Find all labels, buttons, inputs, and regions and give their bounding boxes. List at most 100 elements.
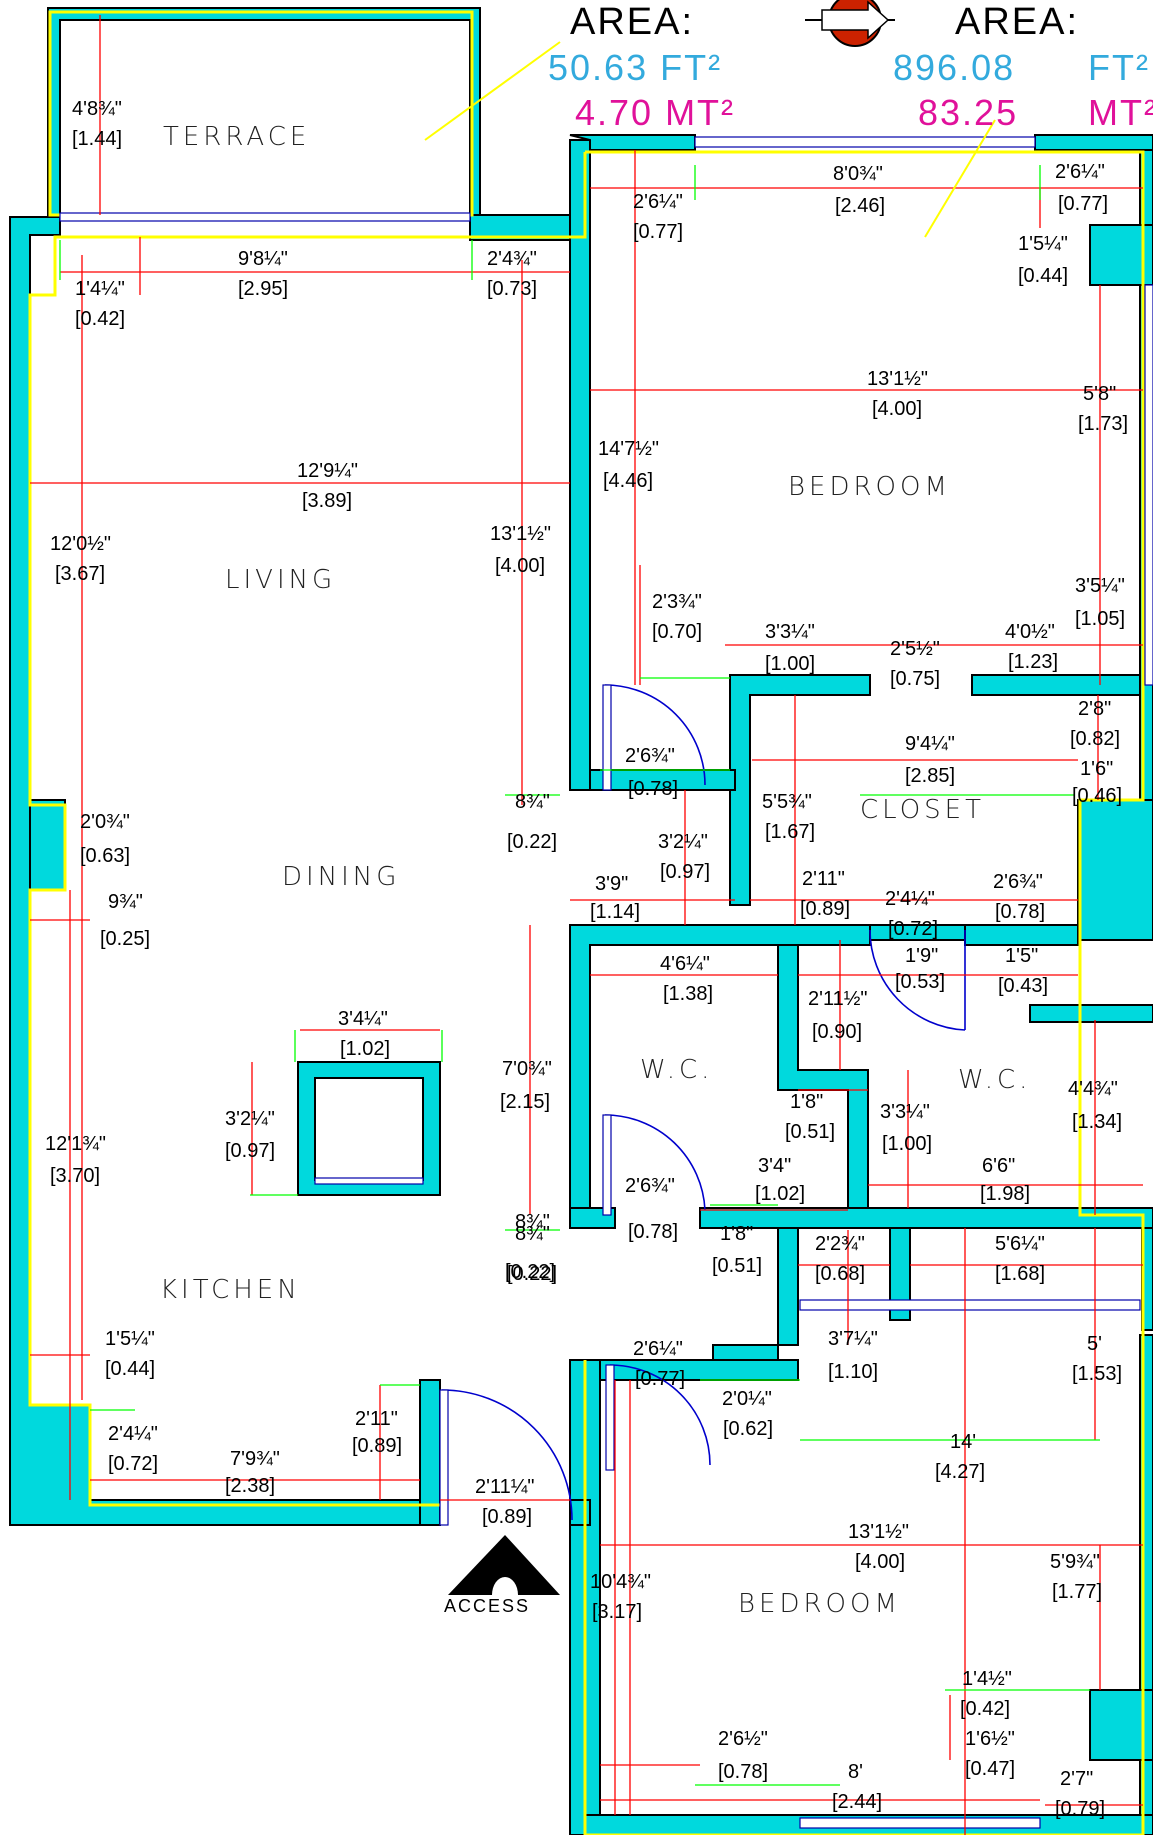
dimension-metric: [0.43] [998, 975, 1048, 997]
door-swing-entry [441, 1389, 573, 1525]
dimension-value: 12'1¾" [45, 1133, 106, 1155]
closet-top-wall-right [971, 674, 1141, 696]
dimension-value: 3'9" [595, 873, 628, 895]
wc-partition [777, 944, 869, 1211]
dimension-value: 14'7½" [598, 438, 659, 460]
room-label-bedroom-bottom: BEDROOM [738, 1589, 901, 1619]
dimension-metric: [0.22] [507, 831, 557, 853]
dimension-metric: [0.89] [352, 1435, 402, 1457]
access-arrow-icon [448, 1535, 560, 1595]
dimension-value: 5'8" [1083, 383, 1116, 405]
dimension-labels: 4'8¾" [1.44] 9'8¼" [2.95] 2'4¾" [0.73] 1… [45, 98, 1128, 1820]
dimension-metric: [0.78] [628, 778, 678, 800]
dimension-metric: [0.72] [888, 918, 938, 940]
dimension-value: 3'4¼" [338, 1008, 388, 1030]
dimension-metric: [0.90] [812, 1021, 862, 1043]
dimension-metric: [1.77] [1052, 1581, 1102, 1603]
dimension-metric: [0.97] [660, 861, 710, 883]
dimension-metric: [0.78] [995, 901, 1045, 923]
dimension-value: 2'6¾" [625, 1175, 675, 1197]
dimension-metric: [0.63] [80, 845, 130, 867]
room-label-wc-left: W.C. [640, 1055, 713, 1085]
dimension-value: 10'4¾" [590, 1571, 651, 1593]
door-leaf-bedroom-top [602, 684, 612, 791]
dimension-value: 2'4¼" [108, 1423, 158, 1445]
dimension-value: 2'11¼" [475, 1476, 534, 1498]
door-leaf-wc-left [602, 1114, 612, 1216]
dimension-metric: [1.34] [1072, 1111, 1122, 1133]
dimension-metric: [1.10] [828, 1361, 878, 1383]
terrace-door-window [59, 212, 471, 222]
dimension-value: 1'6" [1080, 758, 1113, 780]
dimension-value: 3'7¼" [828, 1328, 878, 1350]
dimension-metric: [0.51] [712, 1255, 762, 1277]
door-swing-wc-left [604, 1114, 706, 1215]
dimension-metric: [2.46] [835, 195, 885, 217]
dimension-metric: [1.14] [590, 901, 640, 923]
dimension-value: 9¾" [108, 891, 143, 913]
terrace-area-ft: 50.63 FT² [548, 47, 722, 88]
room-label-closet: CLOSET [860, 795, 985, 825]
dimension-value: 2'0¾" [80, 811, 130, 833]
dimension-value: 9'4¼" [905, 733, 955, 755]
shaft-2 [889, 1227, 911, 1321]
dimension-metric: [0.79] [1055, 1798, 1105, 1820]
dimension-metric: [1.00] [765, 653, 815, 675]
dimension-metric: [1.73] [1078, 413, 1128, 435]
dimension-metric: [1.05] [1075, 608, 1125, 630]
dimension-metric: [1.02] [755, 1183, 805, 1205]
dimension-value: 4'4¾" [1068, 1078, 1118, 1100]
dimension-value: 1'5" [1005, 945, 1038, 967]
dimension-value: 4'8¾" [72, 98, 122, 120]
wc-window [799, 1299, 1141, 1311]
dimension-value: 9'8¼" [238, 248, 288, 270]
dimension-value: 8' [848, 1761, 863, 1783]
right-wall-block [1089, 224, 1153, 286]
central-wall-upper-2 [569, 139, 591, 791]
doors [439, 684, 966, 1526]
dimension-metric: [0.46] [1072, 785, 1122, 807]
dimension-value: 8¾" [515, 791, 550, 813]
dimension-value: 12'9¼" [297, 460, 358, 482]
main-area-label: AREA: [955, 1, 1079, 43]
terrace-area-label: AREA: [570, 1, 694, 43]
dimension-metric: [0.70] [652, 621, 702, 643]
dimension-value: 13'1½" [848, 1521, 909, 1543]
dimension-value: 1'5¼" [105, 1328, 155, 1350]
dimension-value: 5'6¼" [995, 1233, 1045, 1255]
dimension-metric: [0.97] [225, 1140, 275, 1162]
dimension-value: 2'6¾" [993, 871, 1043, 893]
terrace-area-mt: 4.70 MT² [575, 92, 735, 133]
dimension-value: 2'11" [355, 1408, 398, 1430]
dimension-metric: [0.53] [895, 971, 945, 993]
dimension-metric: [0.78] [718, 1761, 768, 1783]
dimension-value: 2'4¼" [885, 888, 935, 910]
main-area-mt: 83.25 [918, 92, 1018, 133]
dimension-value: 1'6½" [965, 1728, 1015, 1750]
main-area-ft: 896.08 [893, 47, 1015, 88]
door-leaf-bedroom-bottom [605, 1364, 615, 1471]
dimension-value: 6'6" [982, 1155, 1015, 1177]
dimension-metric: [1.44] [72, 128, 122, 150]
room-label-living: LIVING [225, 565, 336, 595]
dimension-value: 2'6¼" [1055, 161, 1105, 183]
kitchen-entry-wall [419, 1379, 441, 1526]
main-area-leader [924, 119, 996, 238]
room-label-kitchen: KITCHEN [160, 1275, 301, 1305]
dimension-metric: [0.82] [1070, 728, 1120, 750]
dimension-metric: [1.53] [1072, 1363, 1122, 1385]
bedroom-bottom-window [799, 1817, 1041, 1829]
room-label-terrace: TERRACE [163, 122, 310, 152]
dimension-value: 8¾" [515, 1223, 550, 1245]
dimension-metric: [4.27] [935, 1461, 985, 1483]
bedroom-top-wall-right [1034, 134, 1153, 151]
windows [59, 136, 1153, 1829]
dimension-metric: [1.98] [980, 1183, 1030, 1205]
dimension-value: 2'11" [802, 868, 845, 890]
dimension-value: 3'5¼" [1075, 575, 1125, 597]
dimension-metric: [2.15] [500, 1091, 550, 1113]
room-label-wc-right: W.C. [958, 1065, 1031, 1095]
dimension-value: 1'9" [905, 945, 938, 967]
dimension-metric: [0.47] [965, 1758, 1015, 1780]
closet-right-block [1077, 799, 1153, 941]
